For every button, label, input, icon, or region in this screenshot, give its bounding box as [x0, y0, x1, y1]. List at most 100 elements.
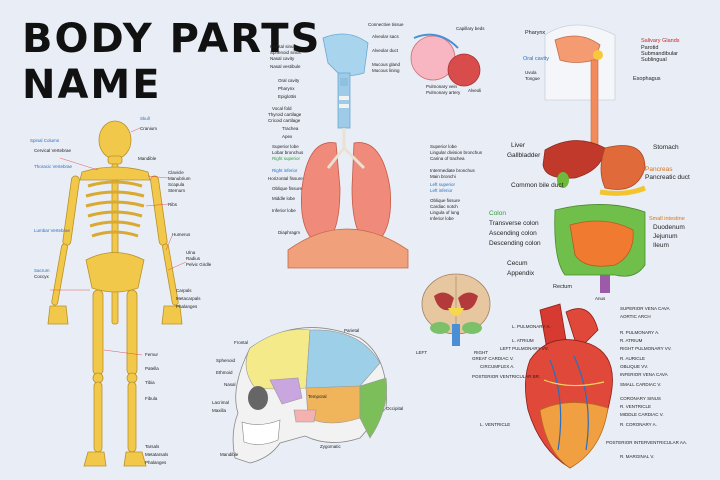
label-r-atrium: R. ATRIUM — [620, 338, 643, 343]
label-carpals: Carpals — [176, 288, 192, 293]
label-carina-of-trachea: Carina of trachea — [430, 156, 465, 161]
label-coccyx: Coccyx — [34, 274, 49, 279]
label-l-pulmonary-a: L. PULMONARY A. — [512, 324, 551, 329]
label-metatarsals: Metatarsals — [145, 452, 169, 457]
label-oblique-fissure-right: Oblique fissure — [272, 186, 303, 191]
label-frontal-sinus: Frontal sinus — [270, 44, 296, 49]
label-manubrium: Manubrium — [168, 176, 191, 181]
label-temporal: Temporal — [308, 394, 327, 399]
label-middle-lobe: Middle lobe — [272, 196, 296, 201]
label-intermediate-bronchus: Intermediate bronchus — [430, 168, 475, 173]
label-left-inferior: Left inferior — [430, 188, 453, 193]
label-humerus: Humerus — [172, 232, 191, 237]
label-esophagus: Esophagus — [633, 76, 661, 82]
label-pancreas: Pancreas — [645, 166, 673, 173]
label-frontal: Frontal — [234, 340, 249, 345]
label-thoracic-vertebrae: Thoracic Vertebrae — [34, 164, 73, 169]
label-l-atrium: L. ATRIUM — [512, 338, 534, 343]
heart-illustration — [525, 303, 613, 469]
label-common-bile-duct: Common bile duct — [511, 182, 564, 189]
label-cervical-vertebrae: Cervical Vertebrae — [34, 148, 72, 153]
label-pharynx: Pharynx — [278, 86, 295, 91]
label-anus: Anus — [595, 296, 606, 301]
label-pelvic-girdle: Pelvic Girdle — [186, 262, 212, 267]
label-cricoid-cartilage: Cricoid cartilage — [268, 118, 301, 123]
label-inferior-lobe-right: Inferior lobe — [272, 208, 296, 213]
label-metacarpals: Metacarpals — [176, 296, 201, 301]
label-middle-cardiac-v: MIDDLE CARDIAC V. — [620, 412, 664, 417]
label-great-cardiac-v: GREAT CARDIAC V. — [472, 356, 514, 361]
label-vocal-fold: Vocal fold — [272, 106, 292, 111]
label-skull: Skull — [140, 116, 150, 121]
label-nasal: Nasal — [224, 382, 236, 387]
label-tarsals: Tarsals — [145, 444, 160, 449]
label-cecum: Cecum — [507, 260, 528, 267]
label-left-pulmonary-vv: LEFT PULMONARY VV. — [500, 346, 549, 351]
label-lingular-division-bronchus: Lingular division bronchus — [430, 150, 483, 155]
skeleton-diagram: Skull Cranium Spinal Column Cervical Ver… — [0, 110, 215, 480]
label-brain-right: RIGHT — [474, 350, 488, 355]
label-small-intestine: Small intestine — [649, 216, 685, 222]
label-ribs: Ribs — [168, 202, 178, 207]
label-circumflex-a: CIRCUMFLEX A. — [480, 364, 515, 369]
label-spinal-column: Spinal Column — [30, 138, 60, 143]
label-mandible-skull: Mandible — [220, 452, 239, 457]
label-trachea: Trachea — [282, 126, 299, 131]
label-ileum: Ileum — [653, 242, 669, 249]
label-oblique-vv: OBLIQUE VV. — [620, 364, 649, 369]
label-nasal-vestibule: Nasal vestibule — [270, 64, 301, 69]
label-epiglottis: Epiglottis — [278, 94, 297, 99]
label-oral-cavity: Oral cavity — [278, 78, 300, 83]
label-sacrum: Sacrum — [34, 268, 50, 273]
label-small-cardiac-v: SMALL CARDIAC V. — [620, 382, 662, 387]
label-alveolar-sacs: Alveolar sacs — [372, 34, 399, 39]
label-superior-vena-cava: SUPERIOR VENA CAVA — [620, 306, 670, 311]
label-r-ventricle: R. VENTRICLE — [620, 404, 652, 409]
label-oral-cavity-digestive: Oral cavity — [523, 56, 549, 62]
label-appendix: Appendix — [507, 270, 535, 277]
label-submandibular: Submandibular — [641, 51, 678, 57]
label-pulmonary-vein: Pulmonary vein — [426, 84, 458, 89]
label-occipital: Occipital — [386, 406, 404, 411]
label-ascending-colon: Ascending colon — [489, 230, 537, 237]
label-superior-lobe-left: Superior lobe — [430, 144, 457, 149]
label-posterior-ventricular-br: POSTERIOR VENTRICULAR BR. — [472, 374, 541, 379]
label-radius: Radius — [186, 256, 201, 261]
label-mandible: Mandible — [138, 156, 157, 161]
label-uvula: Uvula — [525, 70, 537, 75]
digestive-diagram: Pharynx Salivary Glands Parotid Submandi… — [489, 20, 717, 302]
label-cardiac-notch: Cardiac notch — [430, 204, 458, 209]
label-maxilla: Maxilla — [212, 408, 227, 413]
heart-diagram: SUPERIOR VENA CAVA AORTIC ARCH L. PULMON… — [470, 300, 720, 480]
label-cranium: Cranium — [140, 126, 158, 131]
label-sphenoid: Sphenoid — [216, 358, 236, 363]
label-superior-lobe-right: Superior lobe — [272, 144, 299, 149]
label-ethmoid: Ethmoid — [216, 370, 233, 375]
page-title: BODY PARTS NAME — [22, 16, 321, 108]
label-duodenum: Duodenum — [653, 224, 685, 231]
label-pancreatic-duct: Pancreatic duct — [645, 174, 690, 181]
label-main-bronchi: Main bronchi — [430, 174, 456, 179]
label-lacrimal: Lacrimal — [212, 400, 230, 405]
label-alveoli: Alveoli — [468, 88, 482, 93]
label-phalanges-hand: Phalanges — [176, 304, 198, 309]
label-lingula-of-lung: Lingula of lung — [430, 210, 460, 215]
label-fibula: Fibula — [145, 396, 158, 401]
label-diaphragm: Diaphragm — [278, 230, 301, 235]
skeleton-illustration — [47, 120, 187, 467]
label-jejunum: Jejunum — [653, 233, 678, 240]
digestive-illustration — [542, 24, 646, 293]
label-oblique-fissure-left: Oblique fissure — [430, 198, 461, 203]
skull-illustration — [232, 327, 387, 464]
label-scapula: Scapula — [168, 182, 185, 187]
skull-diagram: Frontal Parietal Sphenoid Ethmoid Nasal … — [210, 318, 410, 480]
label-lumbar-vertebrae: Lumbar Vertebrae — [34, 228, 71, 233]
label-zygomatic: Zygomatic — [320, 444, 341, 449]
respiratory-diagram: Frontal sinus Sphenoid sinus Nasal cavit… — [268, 18, 500, 273]
label-r-pulmonary-a: R. PULMONARY A. — [620, 330, 660, 335]
label-patella: Patella — [145, 366, 159, 371]
label-descending-colon: Descending colon — [489, 240, 541, 247]
label-horizontal-fissure: Horizontal fissure — [268, 176, 303, 181]
label-ulna: Ulna — [186, 250, 196, 255]
label-inferior-lobe-left: Inferior lobe — [430, 216, 454, 221]
